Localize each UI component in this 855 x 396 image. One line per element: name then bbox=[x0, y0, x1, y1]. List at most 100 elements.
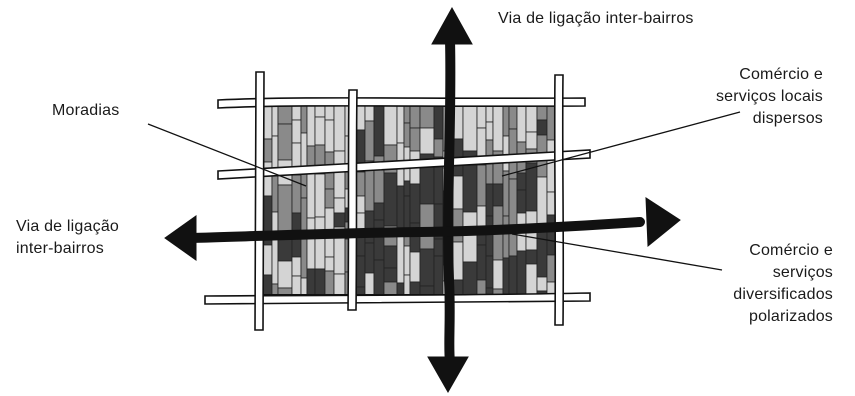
building bbox=[333, 197, 346, 214]
building bbox=[262, 274, 273, 295]
building bbox=[291, 119, 302, 144]
label-top-road: Via de ligação inter-bairros bbox=[498, 8, 694, 30]
building bbox=[314, 216, 326, 270]
building bbox=[396, 235, 405, 284]
building bbox=[525, 103, 538, 133]
building bbox=[409, 127, 421, 152]
label-local-commerce-line3: dispersos bbox=[752, 110, 823, 127]
building bbox=[516, 172, 527, 191]
building bbox=[396, 282, 405, 295]
building bbox=[271, 211, 279, 234]
building bbox=[433, 238, 444, 257]
main-roads bbox=[164, 6, 681, 394]
building bbox=[536, 176, 548, 229]
building bbox=[536, 227, 548, 278]
building bbox=[383, 172, 398, 227]
building bbox=[492, 259, 504, 290]
building bbox=[314, 173, 326, 218]
building bbox=[485, 121, 494, 141]
building bbox=[314, 116, 326, 146]
building bbox=[314, 268, 326, 295]
label-diversified-commerce-line1: Comércio e bbox=[749, 242, 833, 259]
building bbox=[462, 164, 478, 213]
building bbox=[419, 127, 435, 155]
building bbox=[485, 287, 494, 295]
arrow-right-icon bbox=[645, 197, 681, 248]
building bbox=[492, 288, 504, 295]
building bbox=[536, 290, 548, 295]
building bbox=[277, 123, 293, 161]
building bbox=[383, 245, 398, 269]
building bbox=[277, 237, 293, 262]
building bbox=[352, 286, 366, 295]
building bbox=[502, 103, 510, 137]
building bbox=[271, 175, 279, 213]
building bbox=[364, 242, 375, 274]
building bbox=[525, 249, 538, 265]
building bbox=[364, 272, 375, 295]
building bbox=[419, 203, 435, 250]
label-local-commerce-line1: Comércio e bbox=[739, 66, 823, 83]
leader-housing bbox=[147, 123, 307, 187]
building bbox=[419, 285, 435, 295]
building bbox=[516, 189, 527, 214]
building bbox=[306, 103, 316, 147]
label-local-commerce-line2: serviços locais bbox=[715, 88, 823, 105]
building bbox=[373, 219, 385, 261]
building bbox=[525, 210, 538, 226]
building bbox=[452, 175, 464, 210]
building bbox=[502, 215, 510, 259]
building bbox=[476, 164, 487, 207]
building bbox=[433, 103, 444, 140]
horizontal-road bbox=[185, 217, 645, 243]
building bbox=[452, 208, 464, 243]
building bbox=[383, 267, 398, 283]
building bbox=[485, 255, 494, 289]
building bbox=[419, 248, 435, 287]
building bbox=[306, 169, 316, 219]
leader-local-commerce bbox=[501, 111, 741, 177]
building bbox=[373, 202, 385, 221]
building bbox=[433, 138, 444, 158]
building bbox=[324, 119, 335, 153]
building bbox=[403, 245, 411, 276]
label-local-commerce: Comércio e serviços locais dispersos bbox=[716, 64, 823, 130]
arrow-left-icon bbox=[164, 215, 197, 261]
vertical-road bbox=[443, 35, 456, 367]
building bbox=[403, 195, 411, 229]
building bbox=[516, 103, 527, 143]
building bbox=[525, 131, 538, 150]
building bbox=[333, 150, 346, 199]
street-upper-middle bbox=[217, 149, 591, 180]
building bbox=[462, 103, 478, 152]
building bbox=[291, 256, 302, 277]
building bbox=[271, 232, 279, 285]
building bbox=[324, 270, 335, 295]
building bbox=[403, 274, 411, 295]
label-housing: Moradias bbox=[52, 100, 119, 122]
building bbox=[409, 251, 421, 283]
building bbox=[324, 188, 335, 209]
building bbox=[409, 183, 421, 224]
building bbox=[333, 103, 346, 152]
building bbox=[333, 212, 346, 228]
building bbox=[300, 103, 308, 134]
building bbox=[485, 183, 494, 217]
street-bottom bbox=[204, 292, 591, 305]
building bbox=[492, 103, 504, 152]
building bbox=[525, 162, 538, 212]
building bbox=[403, 122, 411, 148]
arrow-down-icon bbox=[427, 356, 469, 394]
building bbox=[502, 135, 510, 172]
leader-diversified-commerce bbox=[511, 233, 723, 271]
building bbox=[383, 103, 398, 146]
building bbox=[306, 217, 316, 270]
label-left-road: Via de ligação inter-bairros bbox=[16, 216, 119, 260]
building bbox=[508, 178, 518, 228]
building bbox=[364, 210, 375, 244]
building bbox=[396, 103, 405, 144]
building bbox=[492, 183, 504, 207]
building bbox=[306, 268, 316, 295]
building bbox=[324, 256, 335, 272]
